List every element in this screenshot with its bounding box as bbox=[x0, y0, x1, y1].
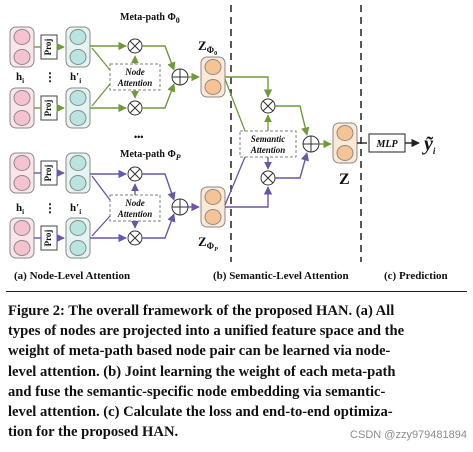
proj-box-bottom-2: Proj bbox=[40, 225, 58, 251]
vdots-top-left: ⋮ bbox=[44, 70, 56, 84]
input-node-vector-bottom-2 bbox=[9, 217, 35, 259]
node-attention-label: Node bbox=[124, 67, 145, 77]
section-c-label: (c) Prediction bbox=[384, 270, 448, 282]
metapath-p-label: Meta-path ΦP bbox=[120, 149, 181, 162]
section-b-label: (b) Semantic-Level Attention bbox=[213, 270, 349, 282]
semantic-attention-label: Attention bbox=[250, 145, 286, 155]
projected-node-vector-bottom-1 bbox=[65, 152, 91, 194]
multiply-op-bottom-1 bbox=[127, 166, 143, 182]
node-attention-box-top: Node Attention bbox=[109, 63, 161, 91]
node-attention-label: Attention bbox=[117, 209, 153, 219]
input-node-vector-top-2 bbox=[9, 87, 35, 129]
multiply-op-top-1 bbox=[127, 38, 143, 54]
caption-line: tion for the proposed HAN. bbox=[8, 424, 179, 441]
semantic-attention-label: Semantic bbox=[251, 134, 286, 144]
node-attention-label: Attention bbox=[117, 78, 153, 88]
mlp-label: MLP bbox=[375, 139, 398, 150]
sum-op-bottom bbox=[171, 198, 189, 216]
watermark: CSDN @zzy979481894 bbox=[350, 429, 467, 441]
node-attention-box-bottom: Node Attention bbox=[109, 194, 161, 222]
z-final-embedding bbox=[332, 122, 358, 164]
han-framework-figure: Proj hi ⋮ h′i Proj Meta-pa bbox=[9, 5, 448, 282]
node-attention-label: Node bbox=[124, 198, 145, 208]
projected-node-vector-bottom-2 bbox=[65, 217, 91, 259]
z-phi-0-label: ZΦ0 bbox=[198, 38, 217, 57]
h-i-label-bottom: hi bbox=[16, 202, 24, 216]
caption-top-rule bbox=[6, 291, 467, 292]
caption-line: level attention. (b) Joint learning the … bbox=[8, 363, 396, 380]
semantic-attention-box: Semantic Attention bbox=[239, 130, 297, 158]
vdots-bottom-left: ⋮ bbox=[44, 201, 56, 215]
proj-label: Proj bbox=[43, 100, 53, 117]
sum-op-semantic bbox=[302, 135, 320, 153]
metapath-0-group: Proj hi ⋮ h′i Proj Meta-pa bbox=[9, 12, 226, 129]
figure-caption: Figure 2: The overall framework of the p… bbox=[8, 301, 466, 442]
z-final-label: Z bbox=[339, 171, 350, 188]
proj-box-top-1: Proj bbox=[40, 34, 58, 60]
proj-box-top-2: Proj bbox=[40, 95, 58, 121]
proj-label: Proj bbox=[43, 39, 53, 56]
hdots-middle: ••• bbox=[134, 132, 143, 142]
multiply-op-bottom-2 bbox=[127, 230, 143, 246]
sum-op-top bbox=[171, 68, 189, 86]
h-prime-label-top: h′i bbox=[70, 71, 81, 85]
caption-line: Figure 2: The overall framework of the p… bbox=[8, 303, 395, 319]
semantic-level-group: Semantic Attention Z bbox=[224, 76, 358, 208]
multiply-op-semantic-1 bbox=[260, 98, 276, 114]
multiply-op-top-2 bbox=[127, 100, 143, 116]
caption-line: level attention. (c) Calculate the loss … bbox=[8, 404, 393, 421]
metapath-p-group: Meta-path ΦP Proj hi ⋮ h′i Proj bbox=[9, 149, 226, 259]
mlp-box: MLP bbox=[368, 133, 406, 153]
proj-box-bottom-1: Proj bbox=[40, 160, 58, 186]
y-hat-label: ỹi bbox=[422, 133, 436, 156]
input-node-vector-top-1 bbox=[9, 26, 35, 68]
metapath-0-label: Meta-path Φ0 bbox=[120, 12, 180, 25]
prediction-group: MLP ỹi bbox=[357, 133, 436, 156]
h-i-label-top: hi bbox=[16, 71, 24, 85]
section-a-label: (a) Node-Level Attention bbox=[14, 270, 130, 282]
z-phi-0-embedding bbox=[200, 56, 226, 98]
proj-label: Proj bbox=[43, 165, 53, 182]
h-prime-label-bottom: h′i bbox=[70, 202, 81, 216]
multiply-op-semantic-2 bbox=[260, 170, 276, 186]
projected-node-vector-top-2 bbox=[65, 87, 91, 129]
input-node-vector-bottom-1 bbox=[9, 152, 35, 194]
projected-node-vector-top-1 bbox=[65, 26, 91, 68]
caption-line: types of nodes are projected into a unif… bbox=[8, 323, 405, 340]
z-phi-p-label: ZΦP bbox=[198, 234, 218, 253]
caption-line: weight of meta-path based node pair can … bbox=[8, 343, 391, 360]
proj-label: Proj bbox=[43, 230, 53, 247]
z-phi-p-embedding bbox=[200, 186, 226, 228]
caption-line: and fuse the semantic-specific node embe… bbox=[8, 383, 386, 400]
